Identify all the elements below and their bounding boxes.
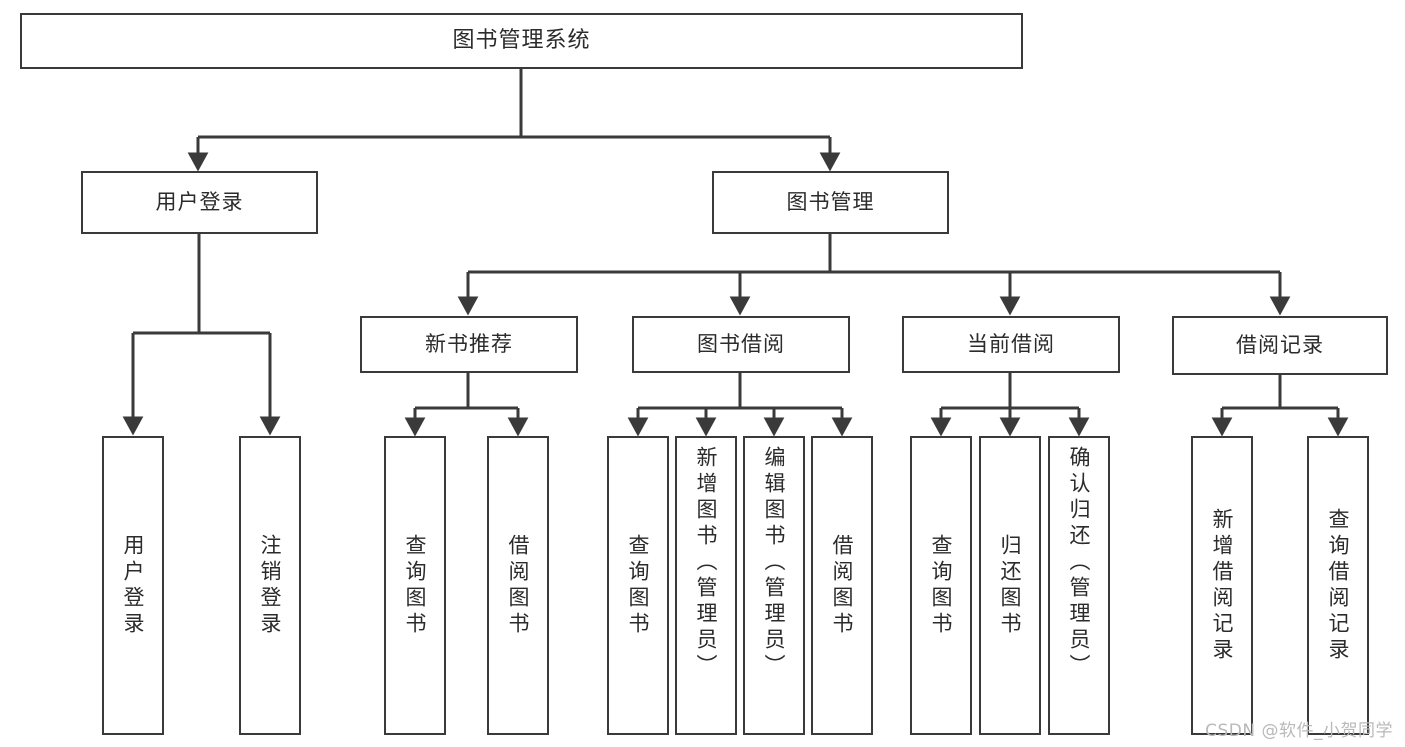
- node-leaf-borrow-lend-book-label: 借阅图书: [830, 533, 855, 638]
- node-root-system[interactable]: 图书管理系统: [20, 13, 1023, 69]
- node-leaf-current-query-book-label: 查询图书: [929, 533, 954, 638]
- node-leaf-newbook-query-book[interactable]: 查询图书: [384, 436, 446, 735]
- node-leaf-borrow-query-book-label: 查询图书: [626, 533, 651, 638]
- node-new-book-recommend-label: 新书推荐: [425, 331, 513, 356]
- node-leaf-current-return-book[interactable]: 归还图书: [979, 436, 1041, 735]
- node-user-login-label: 用户登录: [155, 189, 244, 214]
- node-new-book-recommend[interactable]: 新书推荐: [360, 316, 578, 373]
- node-book-borrow-label: 图书借阅: [697, 331, 785, 356]
- node-leaf-borrow-edit-book-label: 编辑图书（管理员）: [762, 446, 787, 680]
- node-leaf-newbook-borrow-book-label: 借阅图书: [506, 533, 531, 638]
- node-borrow-record[interactable]: 借阅记录: [1172, 316, 1388, 375]
- node-leaf-record-query-label: 查询借阅记录: [1326, 507, 1351, 664]
- node-leaf-borrow-query-book[interactable]: 查询图书: [607, 436, 669, 735]
- node-leaf-record-add-label: 新增借阅记录: [1210, 507, 1235, 664]
- node-book-management[interactable]: 图书管理: [712, 171, 949, 234]
- node-leaf-borrow-edit-book[interactable]: 编辑图书（管理员）: [743, 436, 805, 735]
- node-book-borrow[interactable]: 图书借阅: [632, 316, 850, 373]
- node-leaf-record-add[interactable]: 新增借阅记录: [1191, 436, 1253, 735]
- node-current-borrow[interactable]: 当前借阅: [902, 316, 1120, 373]
- node-user-login[interactable]: 用户登录: [81, 171, 318, 234]
- node-leaf-user-logout-label: 注销登录: [258, 533, 283, 638]
- node-leaf-current-confirm-return-label: 确认归还（管理员）: [1067, 446, 1092, 680]
- node-leaf-record-query[interactable]: 查询借阅记录: [1307, 436, 1369, 735]
- node-leaf-current-query-book[interactable]: 查询图书: [910, 436, 972, 735]
- node-leaf-user-logout[interactable]: 注销登录: [239, 436, 301, 735]
- node-borrow-record-label: 借阅记录: [1236, 332, 1324, 357]
- node-leaf-borrow-add-book-label: 新增图书（管理员）: [694, 446, 719, 680]
- node-leaf-user-login[interactable]: 用户登录: [102, 436, 164, 735]
- node-leaf-borrow-add-book[interactable]: 新增图书（管理员）: [675, 436, 737, 735]
- node-leaf-newbook-query-book-label: 查询图书: [403, 533, 428, 638]
- node-current-borrow-label: 当前借阅: [967, 331, 1055, 356]
- node-leaf-borrow-lend-book[interactable]: 借阅图书: [811, 436, 873, 735]
- node-root-system-label: 图书管理系统: [452, 27, 591, 53]
- node-book-management-label: 图书管理: [786, 189, 875, 214]
- node-leaf-current-confirm-return[interactable]: 确认归还（管理员）: [1048, 436, 1110, 735]
- node-leaf-current-return-book-label: 归还图书: [998, 533, 1023, 638]
- node-leaf-newbook-borrow-book[interactable]: 借阅图书: [487, 436, 549, 735]
- watermark-text: CSDN @软件_小贺同学: [1205, 721, 1393, 741]
- node-leaf-user-login-label: 用户登录: [121, 533, 146, 638]
